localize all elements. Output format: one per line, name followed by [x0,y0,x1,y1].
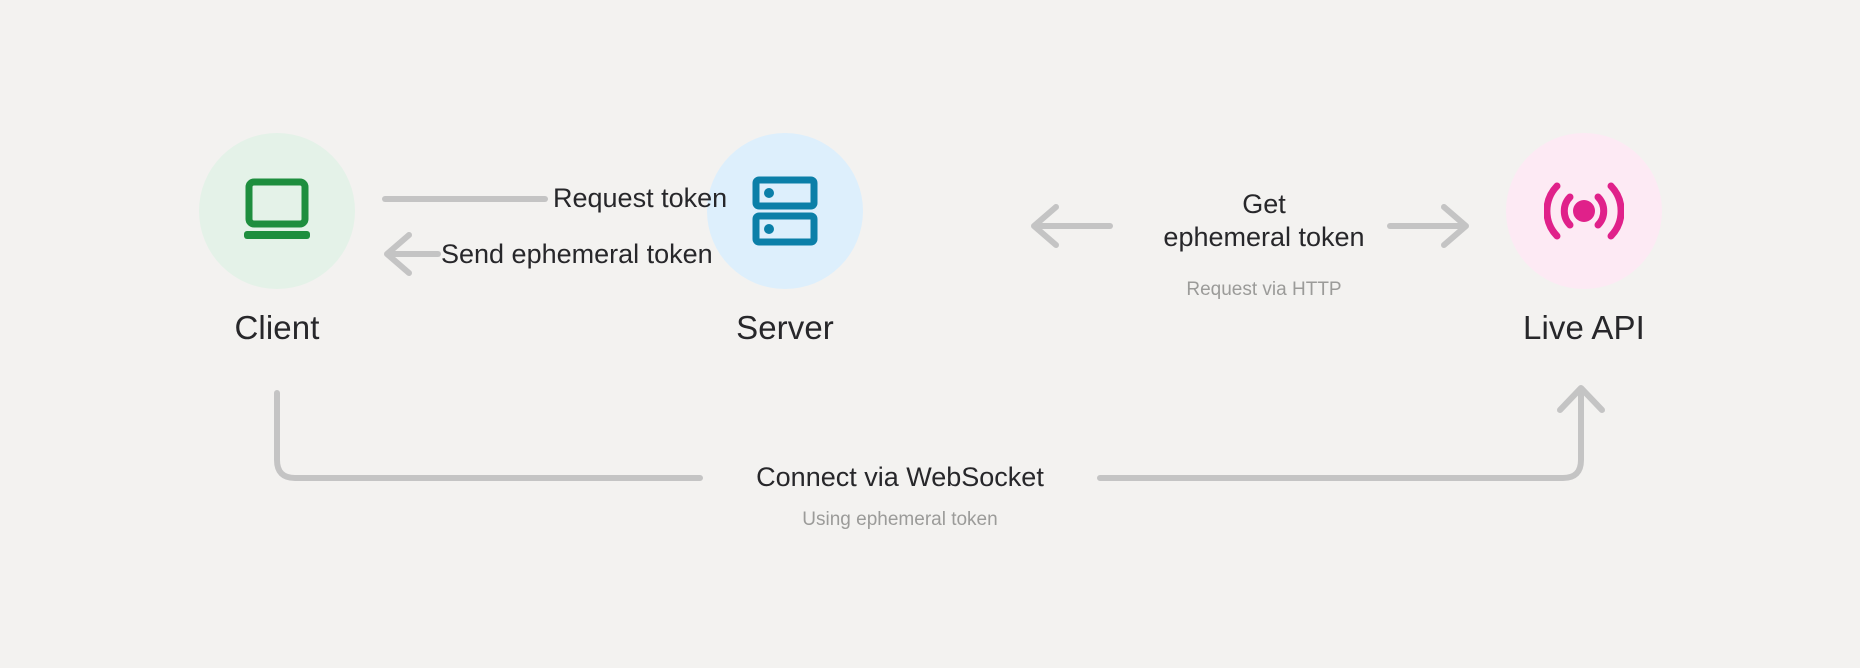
get-token-arrowhead-right [1441,204,1469,248]
laptop-icon [244,178,310,239]
node-client: Client [177,133,377,344]
edge-label-send-ephemeral-token: Send ephemeral token [441,239,713,269]
server-racks-icon [752,176,818,246]
edge-label-get-ephemeral-token: Get ephemeral token [1124,188,1404,255]
websocket-arrowhead [1557,385,1605,413]
node-server: Server [685,133,885,344]
websocket-path-right [1097,387,1584,481]
edge-label-request-token: Request token [553,183,728,213]
edge-label-get-ephemeral-token-line2: ephemeral token [1163,222,1365,253]
liveapi-icon-circle [1506,133,1662,289]
client-icon-circle [199,133,355,289]
node-liveapi-label: Live API [1523,309,1645,346]
websocket-path-left [274,390,703,481]
node-client-label: Client [234,309,320,346]
node-liveapi: Live API [1484,133,1684,344]
edge-label-connect-via-websocket: Connect via WebSocket [756,462,1044,492]
edge-sublabel-using-ephemeral-token: Using ephemeral token [802,509,998,530]
server-icon-circle [707,133,863,289]
edge-sublabel-request-via-http: Request via HTTP [1186,279,1342,300]
node-server-label: Server [736,309,834,346]
edge-label-get-ephemeral-token-line1: Get [1242,189,1286,219]
get-token-arrowhead-left [1031,204,1059,248]
send-token-arrowhead [384,232,412,276]
broadcast-signal-icon [1544,182,1624,240]
